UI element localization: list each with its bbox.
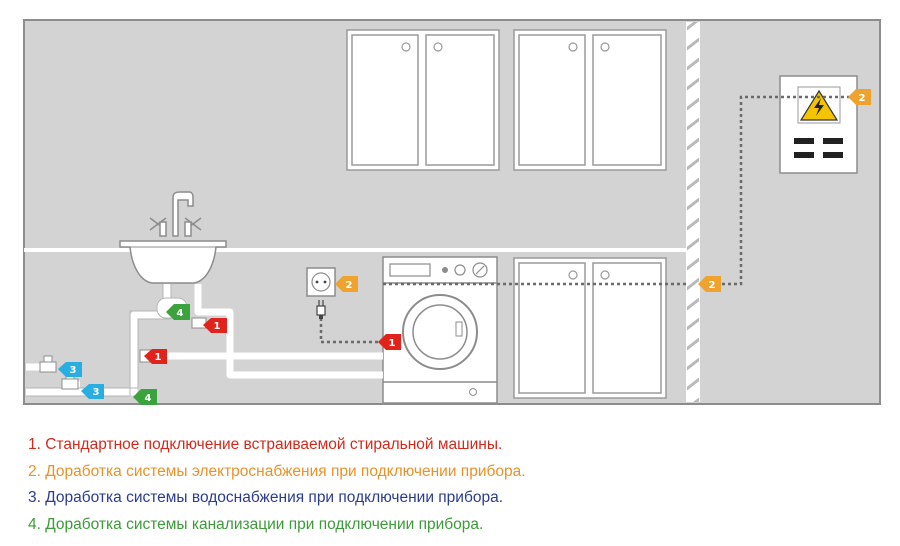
tag-sink-supply: 1 bbox=[203, 318, 227, 333]
washer-door bbox=[402, 294, 478, 370]
upper-cabinet-right bbox=[513, 29, 667, 171]
upper-cabinet-left bbox=[346, 29, 500, 171]
tag-label: 2 bbox=[859, 93, 866, 104]
tag-washer-plug: 1 bbox=[378, 334, 401, 350]
tag-electrical-panel: 2 bbox=[848, 89, 871, 105]
bathroom-scene: 4 1 1 3 3 4 2 1 2 2 bbox=[23, 19, 881, 405]
indicator-light-icon bbox=[442, 267, 448, 273]
sink bbox=[119, 240, 227, 284]
legend-item-electrical-upgrade: 2. Доработка системы электроснабжения пр… bbox=[28, 462, 526, 480]
legend-item-sewer-upgrade: 4. Доработка системы канализации при под… bbox=[28, 515, 484, 533]
wall-partition-hatching bbox=[687, 22, 699, 402]
tag-label: 2 bbox=[346, 280, 353, 291]
legend-item-water-supply-upgrade: 3. Доработка системы водоснабжения при п… bbox=[28, 489, 503, 506]
electrical-panel bbox=[779, 75, 858, 174]
tag-label: 1 bbox=[155, 352, 162, 363]
tag-sink-drain: 4 bbox=[166, 304, 190, 320]
tag-label: 2 bbox=[709, 280, 716, 291]
breaker-switch bbox=[823, 152, 843, 158]
legend-item-standard-connection: 1. Стандартное подключение встраиваемой … bbox=[28, 436, 503, 453]
power-plug-icon bbox=[316, 300, 326, 319]
tag-pipe-supply: 1 bbox=[144, 349, 167, 364]
wall-outlet bbox=[306, 267, 336, 297]
washing-machine bbox=[382, 256, 498, 404]
washer-door-glass bbox=[412, 304, 468, 360]
tag-label: 1 bbox=[389, 338, 396, 349]
program-dial-icon bbox=[472, 262, 488, 278]
lightning-bolt-icon bbox=[814, 98, 824, 116]
faucet-icon bbox=[149, 191, 202, 237]
tag-wall-cable: 2 bbox=[698, 276, 721, 292]
tag-floor-drain: 4 bbox=[133, 389, 157, 405]
tag-label: 1 bbox=[214, 321, 221, 332]
tag-label: 3 bbox=[70, 365, 77, 376]
tag-hot-valve: 3 bbox=[81, 384, 104, 399]
counter-divider-line bbox=[24, 248, 686, 252]
tag-outlet: 2 bbox=[335, 276, 358, 292]
control-knob-icon bbox=[454, 264, 466, 276]
breaker-switch bbox=[794, 138, 814, 144]
detergent-drawer bbox=[389, 263, 431, 277]
tag-cold-valve: 3 bbox=[58, 362, 82, 377]
electric-cable bbox=[319, 95, 850, 344]
breaker-switch bbox=[823, 138, 843, 144]
breaker-switch bbox=[794, 152, 814, 158]
legend: 1. Стандартное подключение встраиваемой … bbox=[28, 432, 526, 538]
tag-label: 3 bbox=[93, 387, 100, 398]
lower-cabinet bbox=[513, 257, 667, 399]
tag-label: 4 bbox=[177, 308, 184, 319]
tag-label: 4 bbox=[145, 393, 152, 404]
